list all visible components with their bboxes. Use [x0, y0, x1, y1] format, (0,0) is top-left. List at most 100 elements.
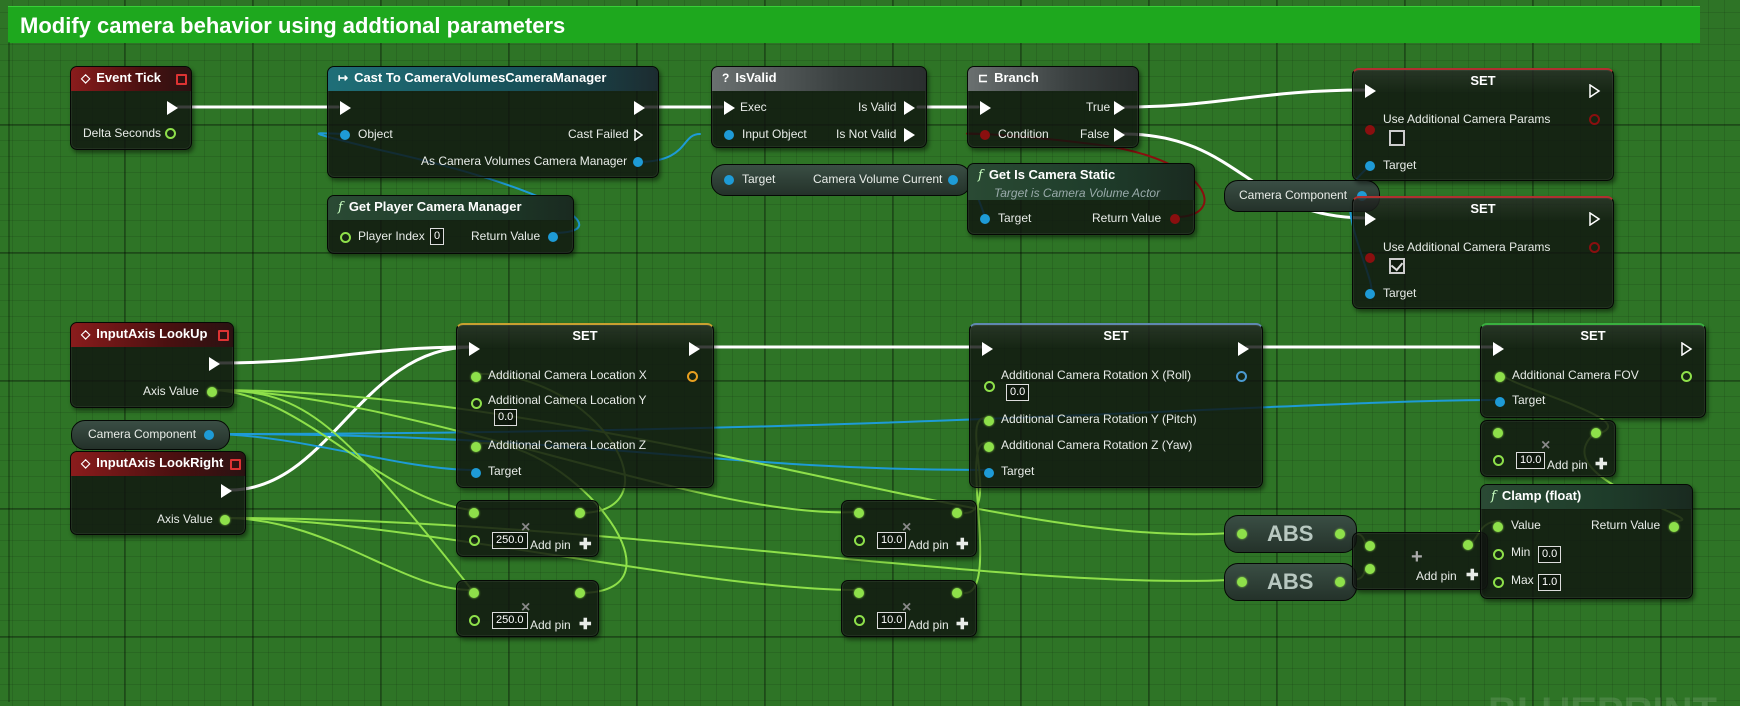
add-pin-icon[interactable]: ✚: [579, 616, 592, 633]
output-pin[interactable]: [1591, 428, 1601, 438]
add-pin-icon[interactable]: ✚: [956, 536, 969, 553]
set-camera-location-node[interactable]: SET Additional Camera Location X Additio…: [456, 323, 714, 488]
output-pin[interactable]: [1463, 540, 1473, 550]
value-input[interactable]: 10.0: [877, 532, 907, 549]
camera-component-pin[interactable]: [204, 430, 214, 440]
exec-in-pin[interactable]: [469, 342, 480, 356]
exec-out-pin[interactable]: [1681, 342, 1693, 356]
player-index-input[interactable]: 0: [430, 228, 445, 245]
input-axis-lookup-node[interactable]: ◇InputAxis LookUp Axis Value: [70, 322, 234, 408]
add-pin-label[interactable]: Add pin: [1547, 458, 1588, 472]
rotation-x-pin[interactable]: [984, 381, 995, 392]
target-pin[interactable]: [471, 468, 481, 478]
comment-header[interactable]: Modify camera behavior using addtional p…: [8, 6, 1700, 43]
output-pin[interactable]: [1335, 529, 1345, 539]
cast-node[interactable]: ↦Cast To CameraVolumesCameraManager Obje…: [327, 66, 659, 178]
set-use-params-true-node[interactable]: SET Use Additional Camera Params Target: [1352, 196, 1614, 309]
input-b-pin[interactable]: [1365, 564, 1375, 574]
target-pin[interactable]: [724, 175, 734, 185]
return-value-pin[interactable]: [548, 232, 558, 242]
multiply-node-4[interactable]: × 10.0 Add pin ✚: [841, 580, 977, 637]
false-pin[interactable]: [1114, 128, 1125, 142]
use-params-out-pin[interactable]: [1589, 242, 1600, 253]
camera-volume-current-pin[interactable]: [948, 175, 958, 185]
return-value-pin[interactable]: [1669, 522, 1679, 532]
input-b-pin[interactable]: [854, 535, 865, 546]
exec-out-pin[interactable]: [634, 101, 645, 115]
event-tick-node[interactable]: ◇Event Tick Delta Seconds: [70, 66, 192, 150]
output-pin[interactable]: [952, 508, 962, 518]
delegate-icon[interactable]: [218, 330, 229, 341]
exec-out-pin[interactable]: [1589, 84, 1601, 98]
exec-out-pin[interactable]: [1589, 212, 1601, 226]
add-pin-icon[interactable]: ✚: [956, 616, 969, 633]
multiply-node-5[interactable]: × 10.0 Add pin ✚: [1480, 420, 1616, 477]
add-pin-label[interactable]: Add pin: [908, 618, 949, 632]
delta-seconds-pin[interactable]: [165, 128, 176, 139]
exec-out-pin[interactable]: [221, 484, 232, 498]
set-use-params-false-node[interactable]: SET Use Additional Camera Params Target: [1352, 68, 1614, 181]
input-b-pin[interactable]: [469, 615, 480, 626]
exec-in-pin[interactable]: [980, 101, 991, 115]
rotation-y-pin[interactable]: [984, 416, 994, 426]
delegate-icon[interactable]: [176, 74, 187, 85]
target-pin[interactable]: [1495, 397, 1505, 407]
value-input[interactable]: 10.0: [877, 612, 907, 629]
input-a-pin[interactable]: [469, 588, 479, 598]
condition-pin[interactable]: [980, 130, 990, 140]
axis-value-pin[interactable]: [207, 387, 217, 397]
exec-in-pin[interactable]: [982, 342, 993, 356]
input-a-pin[interactable]: [1365, 541, 1375, 551]
abs-node-1[interactable]: ABS: [1224, 515, 1357, 553]
target-pin[interactable]: [1365, 161, 1375, 171]
true-pin[interactable]: [1114, 101, 1125, 115]
is-valid-pin[interactable]: [904, 101, 915, 115]
add-pin-icon[interactable]: ✚: [1595, 456, 1608, 473]
use-params-checkbox[interactable]: [1389, 258, 1405, 274]
exec-out-pin[interactable]: [1238, 342, 1249, 356]
rotation-x-out-pin[interactable]: [1236, 371, 1247, 382]
fov-out-pin[interactable]: [1681, 371, 1692, 382]
exec-out-pin[interactable]: [209, 357, 220, 371]
input-object-pin[interactable]: [724, 130, 734, 140]
exec-in-pin[interactable]: [1365, 212, 1376, 226]
delegate-icon[interactable]: [230, 459, 241, 470]
multiply-node-1[interactable]: × 250.0 Add pin ✚: [456, 500, 599, 557]
rotation-x-input[interactable]: 0.0: [1006, 384, 1030, 401]
use-params-out-pin[interactable]: [1589, 114, 1600, 125]
camera-component-getter-top[interactable]: Camera Component: [1224, 180, 1380, 212]
input-a-pin[interactable]: [469, 508, 479, 518]
add-pin-icon[interactable]: ✚: [579, 536, 592, 553]
input-pin[interactable]: [1237, 577, 1247, 587]
object-pin[interactable]: [340, 130, 350, 140]
multiply-node-2[interactable]: × 250.0 Add pin ✚: [456, 580, 599, 637]
value-input[interactable]: 10.0: [1516, 452, 1546, 469]
input-a-pin[interactable]: [854, 508, 864, 518]
input-a-pin[interactable]: [1493, 428, 1503, 438]
location-z-pin[interactable]: [471, 442, 481, 452]
input-b-pin[interactable]: [1493, 455, 1504, 466]
is-not-valid-pin[interactable]: [904, 128, 915, 142]
value-input[interactable]: 250.0: [492, 612, 528, 629]
max-input[interactable]: 1.0: [1538, 574, 1562, 591]
target-pin[interactable]: [1365, 289, 1375, 299]
target-pin[interactable]: [980, 214, 990, 224]
value-input[interactable]: 250.0: [492, 532, 528, 549]
use-params-pin[interactable]: [1365, 253, 1375, 263]
exec-in-pin[interactable]: [1493, 342, 1504, 356]
use-params-pin[interactable]: [1365, 125, 1375, 135]
camera-component-getter-left[interactable]: Camera Component: [71, 420, 230, 450]
exec-in-pin[interactable]: [340, 101, 351, 115]
add-pin-label[interactable]: Add pin: [530, 618, 571, 632]
exec-out-pin[interactable]: [167, 101, 178, 115]
input-axis-lookright-node[interactable]: ◇InputAxis LookRight Axis Value: [70, 451, 246, 535]
output-pin[interactable]: [575, 508, 585, 518]
cast-failed-pin[interactable]: [634, 129, 643, 141]
output-pin[interactable]: [952, 588, 962, 598]
input-a-pin[interactable]: [854, 588, 864, 598]
input-b-pin[interactable]: [469, 535, 480, 546]
